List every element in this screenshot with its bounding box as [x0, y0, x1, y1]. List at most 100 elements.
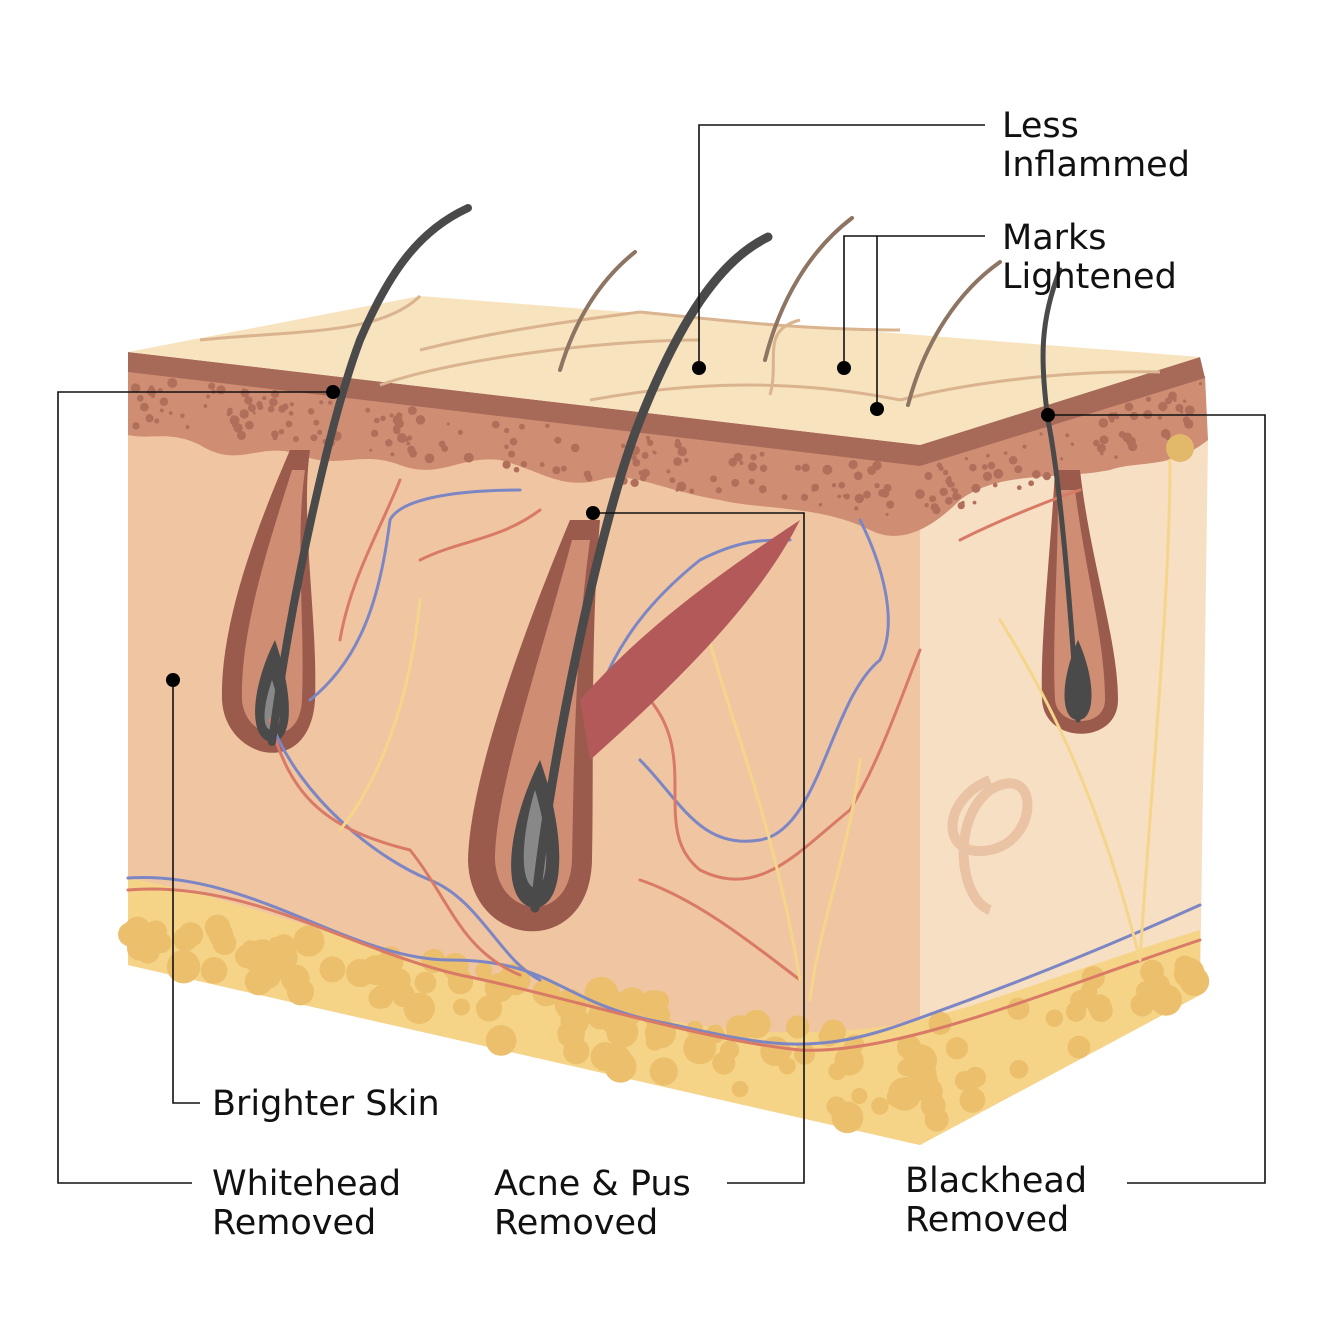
dermis-dot [319, 400, 324, 405]
dermis-dot [203, 404, 208, 408]
dermis-dot [520, 460, 528, 468]
dermis-dot [733, 452, 743, 462]
leader-acne-pus [593, 512, 805, 1184]
dermis-dot [666, 469, 671, 474]
dermis-dot [886, 500, 895, 509]
dermis-dot [854, 493, 865, 504]
dermis-dot [647, 439, 654, 446]
blood-vessels [126, 434, 1202, 1052]
dermis-dot [969, 463, 977, 472]
dermis-dot [270, 389, 280, 399]
dermis-dot [271, 430, 279, 439]
dermis-dot [1157, 415, 1162, 420]
dermis-dot [971, 483, 981, 493]
dermis-dot [837, 494, 842, 499]
dermis-dot [262, 395, 267, 401]
dermis-dot [247, 403, 256, 413]
dermis-dot [513, 466, 520, 473]
dermis-dot [951, 487, 956, 492]
dermis-dot [818, 502, 823, 507]
dermis-dot [307, 408, 315, 415]
fat-cell [136, 939, 160, 964]
dermis-dot [130, 383, 141, 394]
label-whitehead-2: Removed [212, 1203, 376, 1243]
dermis-dot [282, 403, 289, 411]
dermis-dot [1098, 418, 1109, 428]
label-whitehead-1: Whitehead [212, 1164, 401, 1204]
fat-cell [293, 925, 325, 957]
fat-cell [286, 978, 315, 1006]
dermis-dot [874, 482, 880, 489]
dermis-dot [313, 419, 320, 426]
dermis-dot [759, 451, 765, 457]
dermis-dot [939, 487, 948, 497]
fat-cell [887, 1077, 922, 1111]
dermis-dot [1042, 471, 1052, 481]
dermis-dot [1016, 485, 1022, 491]
dermis-dot [653, 451, 657, 455]
dermis-dot [390, 452, 395, 457]
dermis-dot [159, 397, 169, 407]
dermis-dot [961, 500, 965, 505]
dermis-dot [1129, 411, 1139, 421]
dermis-dot [365, 407, 371, 413]
dermis-dot [233, 423, 243, 433]
dermis-dot [794, 464, 802, 471]
dermis-dot [406, 441, 411, 446]
dermis-dot [1180, 410, 1184, 414]
fat-cell [205, 962, 226, 984]
fat-cell [166, 949, 201, 984]
dermis-dot [1109, 417, 1115, 423]
dermis-dot [289, 402, 295, 407]
papillary-dermis [128, 368, 1208, 536]
dermis-dot [539, 462, 545, 468]
dermis-dot [407, 406, 417, 415]
dermis-dot [560, 465, 567, 472]
dermis-dot [180, 413, 185, 419]
marker-acne-pus [586, 506, 600, 520]
dermis-dot [317, 429, 323, 435]
dermis-dot [136, 394, 144, 402]
dermis-dot [972, 500, 977, 505]
fat-cell [954, 1071, 975, 1091]
dermis-dot [1175, 403, 1184, 412]
sebaceous-gland [1166, 434, 1194, 462]
dermis-dot [216, 385, 226, 395]
dermis-dot [853, 471, 863, 481]
fat-cell [590, 1042, 620, 1072]
fat-cell [712, 1051, 736, 1075]
fat-cell [475, 995, 503, 1022]
dermis-dot [380, 415, 386, 422]
fat-cell [178, 922, 204, 948]
fat-cell [414, 971, 437, 994]
fat-cell [1045, 1009, 1064, 1027]
fat-cell [1179, 966, 1210, 997]
fat-cell [924, 1107, 949, 1132]
dermis-dot [953, 490, 957, 495]
dermis-dot [407, 435, 413, 441]
marker-blackhead [1041, 408, 1055, 422]
dermis-dot [883, 483, 892, 493]
dermis-dot [519, 423, 525, 430]
label-blackhead-2: Removed [905, 1200, 1069, 1240]
fat-cell [945, 1037, 969, 1060]
fat-cell [272, 934, 295, 957]
follicle-left [221, 450, 316, 753]
dermis-dot [244, 396, 253, 405]
fat-cell [683, 1031, 717, 1065]
dermis-dot [140, 402, 149, 412]
dermis-dot [554, 436, 562, 444]
dermis-dot [1099, 435, 1109, 445]
dermis-dot [272, 435, 278, 441]
fat-cell [391, 983, 416, 1008]
fat-cell [319, 956, 346, 983]
dermis-dot [438, 440, 446, 448]
fat-cell [871, 1097, 889, 1115]
dermis-dot [952, 492, 960, 501]
fat-cell [725, 1015, 753, 1042]
dermis-dot [327, 400, 333, 405]
dermis-dot [463, 452, 474, 463]
dermis-dot [748, 478, 755, 485]
dermis-dot [822, 464, 833, 475]
